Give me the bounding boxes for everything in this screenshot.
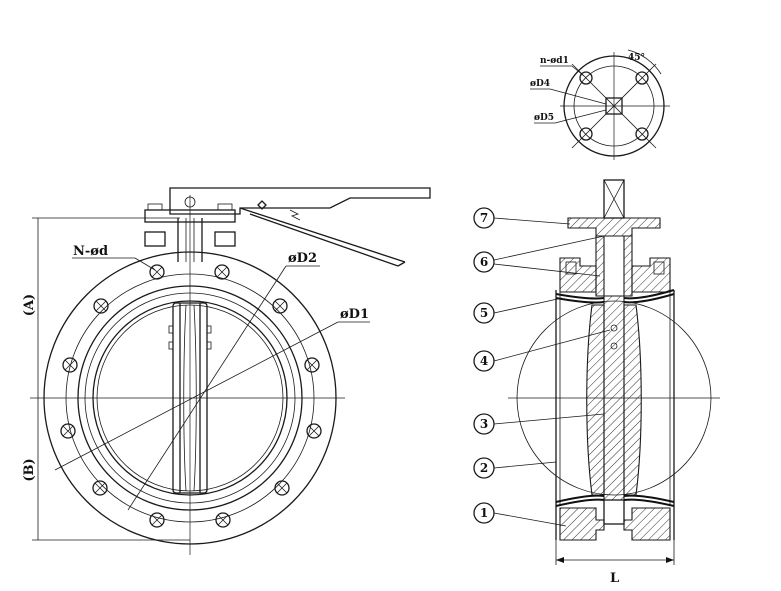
- top-holes-label: n-ød1: [540, 56, 569, 66]
- front-view: N-ød øD2 øD1 (A) (B): [22, 187, 431, 555]
- height-a-label: (A): [22, 294, 37, 316]
- lower-body-left: [559, 507, 605, 541]
- upper-body-right: [631, 257, 671, 293]
- l-arrow-right: [666, 557, 674, 563]
- bolt-hole: [92, 480, 108, 496]
- d5-leader: [554, 109, 607, 124]
- callout-3: 3: [473, 413, 605, 435]
- diagonal-2: [571, 63, 657, 149]
- disc: [168, 302, 212, 494]
- neck-wall-right: [623, 235, 633, 297]
- flange-hole: [579, 127, 593, 141]
- callout-4: 4: [473, 329, 611, 372]
- callout-1: 1: [473, 502, 567, 527]
- callout-7: 7: [473, 207, 571, 229]
- length-label: L: [610, 571, 619, 586]
- bolt-hole: [149, 264, 165, 280]
- bolt-holes-label: N-ød: [73, 244, 108, 259]
- top-flange-section: [567, 217, 661, 237]
- stem-bottom: [603, 499, 625, 525]
- flange-hole: [635, 127, 649, 141]
- l-arrow-left: [556, 557, 564, 563]
- diameter-d4-label: øD4: [530, 79, 550, 89]
- callout-5: 5: [473, 297, 563, 324]
- lower-body-right: [623, 507, 671, 541]
- body-ring: [77, 285, 303, 511]
- bore: [96, 304, 284, 492]
- bolt-hole: [214, 264, 230, 280]
- callout-1-number: 1: [480, 506, 488, 520]
- top-flange-view: n-ød1 45° øD4 øD5: [530, 49, 670, 160]
- holes-leader: [571, 65, 585, 77]
- bolt-circle-outer: [65, 273, 315, 523]
- callout-6: 6: [473, 235, 605, 277]
- lever-handle: [169, 187, 431, 267]
- stem: [603, 295, 625, 501]
- diameter-d1-label: øD1: [340, 307, 369, 322]
- callout-5-number: 5: [480, 306, 488, 320]
- callout-7-number: 7: [480, 211, 488, 225]
- diameter-d2-label: øD2: [288, 251, 317, 266]
- d2-leader: [127, 265, 287, 511]
- height-b-label: (B): [22, 458, 37, 481]
- seat-ring-inner: [92, 300, 288, 496]
- bolt-hole: [304, 357, 320, 373]
- d4-leader: [549, 88, 607, 105]
- angle-label: 45°: [628, 53, 645, 63]
- seat-upper: [555, 289, 675, 300]
- neck-wall-left: [595, 235, 605, 297]
- bolt-hole: [306, 423, 322, 439]
- bolt-hole: [93, 298, 109, 314]
- callout-2: 2: [473, 457, 557, 479]
- seat-ring-outer: [84, 292, 296, 504]
- callout-2-number: 2: [480, 461, 488, 475]
- flange-hole: [635, 71, 649, 85]
- angle-arc: [627, 49, 662, 75]
- bolt-holes: [60, 264, 322, 528]
- bolt-hole: [274, 480, 290, 496]
- callout-6-number: 6: [480, 255, 488, 269]
- section-view: L 7 6 5 4 3 2: [473, 179, 720, 586]
- bolt-hole: [215, 512, 231, 528]
- callout-3-number: 3: [480, 417, 488, 431]
- bolt-hole: [272, 298, 288, 314]
- pin-lower: [610, 342, 618, 350]
- outer-flange: [43, 251, 337, 545]
- diameter-d5-label: øD5: [534, 113, 554, 123]
- callout-4-number: 4: [480, 354, 488, 368]
- nod-leader: [134, 257, 156, 271]
- d1-leader: [54, 321, 339, 471]
- disc-right-half: [623, 304, 642, 496]
- flange-hole: [579, 71, 593, 85]
- neck: [144, 203, 236, 262]
- bolt-hole: [149, 512, 165, 528]
- bolt-hole: [62, 357, 78, 373]
- bolt-hole: [60, 423, 76, 439]
- seat-lower: [555, 494, 675, 503]
- pin-upper: [610, 324, 618, 332]
